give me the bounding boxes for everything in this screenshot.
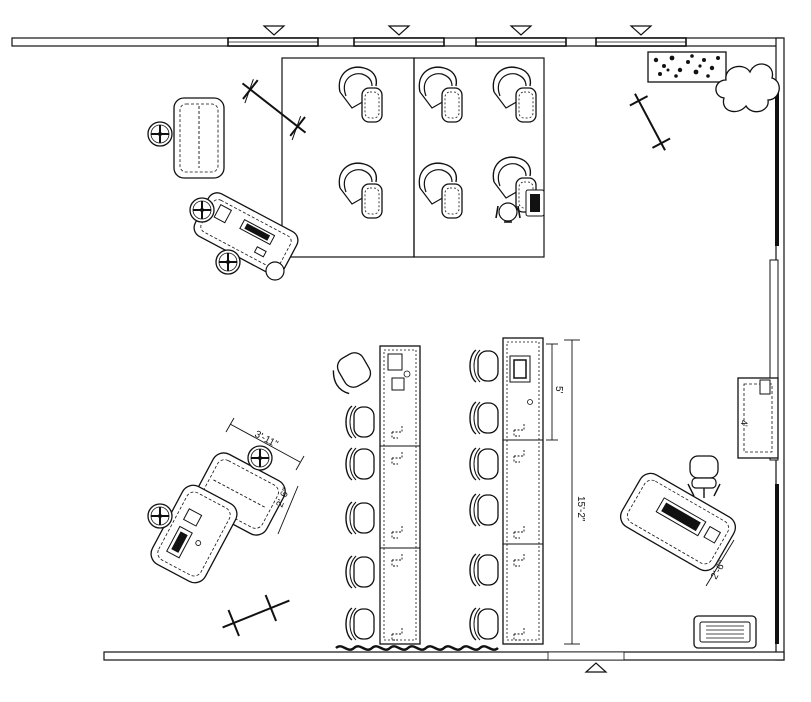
task-chair-icon bbox=[687, 455, 721, 498]
storage-cabinet: 4' bbox=[737, 377, 779, 459]
rug-right bbox=[413, 57, 545, 258]
tablet-icon bbox=[391, 377, 405, 391]
chair-icon bbox=[345, 501, 375, 535]
lounge-area bbox=[281, 57, 545, 258]
desk-lower-left bbox=[150, 484, 238, 584]
triangle-down-icon bbox=[262, 25, 286, 36]
dim-bench-length: 15'-2" bbox=[575, 496, 586, 522]
hedge-strip bbox=[335, 645, 499, 651]
triangle-up-icon bbox=[584, 662, 608, 673]
stool-icon bbox=[147, 503, 173, 529]
lounge-chair-icon bbox=[338, 162, 383, 219]
chair-icon bbox=[345, 555, 375, 589]
bench-chairs-right bbox=[469, 349, 499, 641]
chair-icon bbox=[345, 447, 375, 481]
chair-icon bbox=[469, 493, 499, 527]
bench-dimensions: 15'-2" 5' bbox=[546, 339, 586, 645]
chair-icon bbox=[469, 447, 499, 481]
bottom-wall bbox=[103, 651, 785, 661]
folding-table bbox=[241, 79, 307, 141]
bench-right bbox=[502, 337, 544, 645]
monitor-icon bbox=[387, 353, 403, 371]
swivel-chair-icon bbox=[332, 352, 372, 395]
plant-icon bbox=[715, 63, 780, 113]
chair-icon bbox=[469, 401, 499, 435]
meeting-table-top-left bbox=[147, 97, 225, 179]
folding-table-lower bbox=[222, 594, 290, 637]
stool-icon bbox=[215, 249, 241, 275]
right-wall-opening bbox=[769, 259, 779, 461]
lounge-chair-icon bbox=[418, 66, 463, 123]
lounge-chair-icon bbox=[492, 66, 537, 123]
desk-right bbox=[619, 472, 737, 572]
task-chair-icon bbox=[495, 202, 521, 223]
door-opening-bottom bbox=[547, 651, 625, 661]
bench-chairs-left bbox=[345, 405, 375, 641]
chair-icon bbox=[469, 607, 499, 641]
dim-bench-module: 5' bbox=[553, 386, 564, 394]
walls bbox=[11, 37, 785, 661]
planter-icon bbox=[647, 51, 727, 83]
bench-left bbox=[379, 345, 421, 645]
chair-icon bbox=[469, 553, 499, 587]
lounge-chair-icon bbox=[338, 66, 383, 123]
stool-icon bbox=[189, 197, 215, 223]
rug-left bbox=[281, 57, 415, 258]
chair-icon bbox=[345, 607, 375, 641]
lounge-chair-icon bbox=[418, 162, 463, 219]
stool-icon bbox=[247, 445, 273, 471]
dim-storage-depth: 4' bbox=[739, 420, 749, 427]
triangle-down-icon bbox=[509, 25, 533, 36]
window-markers bbox=[262, 25, 653, 673]
radiator-icon bbox=[693, 615, 757, 649]
triangle-down-icon bbox=[387, 25, 411, 36]
chair-leg-icon bbox=[265, 261, 285, 281]
triangle-down-icon bbox=[629, 25, 653, 36]
chair-icon bbox=[345, 405, 375, 439]
stool-icon bbox=[147, 121, 173, 147]
chair-icon bbox=[469, 349, 499, 383]
folding-table-right bbox=[629, 93, 671, 151]
